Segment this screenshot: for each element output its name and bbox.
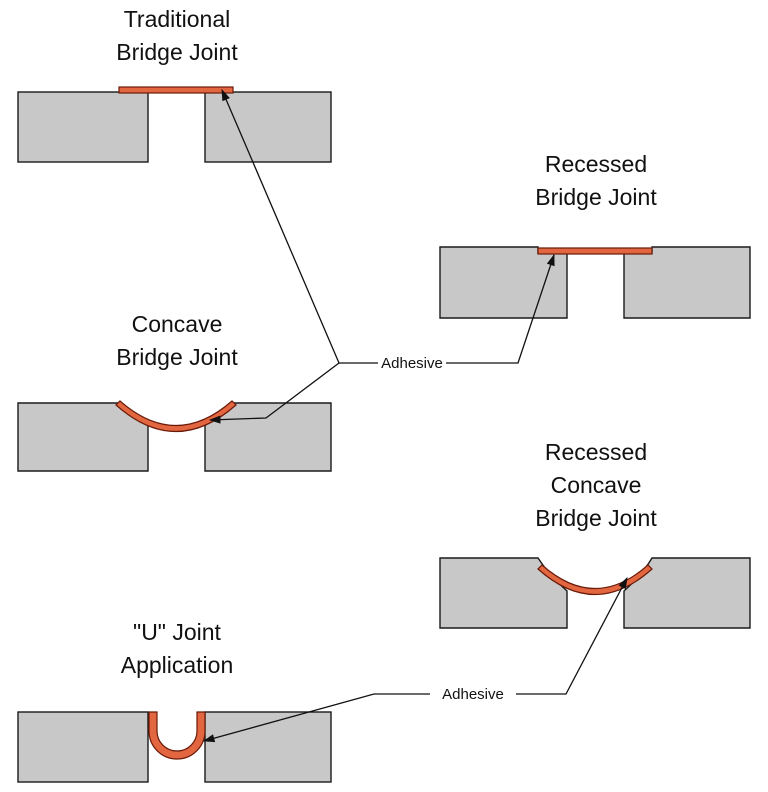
traditional-right-block <box>204 91 332 163</box>
traditional-title-line2: Bridge Joint <box>116 39 238 65</box>
recessed-concave-right-block <box>623 557 751 629</box>
u-joint-title-line2: Application <box>121 652 234 678</box>
recessed-concave-left-block <box>439 557 568 629</box>
u-joint-adhesive-strip <box>148 711 206 760</box>
leader-to-traditional <box>221 88 340 364</box>
recessed-concave-title-line2: Concave <box>551 472 642 498</box>
traditional-bridge-joint: Traditional Bridge Joint <box>17 6 332 163</box>
recessed-bridge-joint: Recessed Bridge Joint <box>439 151 751 319</box>
leader-to-recessed <box>446 253 555 364</box>
recessed-concave-title-line3: Bridge Joint <box>535 505 657 531</box>
u-joint-left-block <box>17 711 149 783</box>
concave-title-line1: Concave <box>132 311 223 337</box>
adhesive-label-upper: Adhesive <box>381 355 443 372</box>
adhesive-callout-lower: Adhesive <box>202 576 628 743</box>
leader-to-u-joint <box>202 693 430 743</box>
concave-adhesive-strip <box>115 400 237 432</box>
concave-title-line2: Bridge Joint <box>116 344 238 370</box>
recessed-title-line2: Bridge Joint <box>535 184 657 210</box>
adhesive-label-lower: Adhesive <box>442 686 504 703</box>
recessed-right-block <box>623 246 751 319</box>
recessed-concave-bridge-joint: Recessed Concave Bridge Joint <box>439 439 751 629</box>
traditional-title-line1: Traditional <box>124 6 231 32</box>
u-joint-application: "U" Joint Application <box>17 619 332 783</box>
leader-to-concave <box>208 362 340 424</box>
recessed-adhesive-strip <box>537 247 653 255</box>
u-joint-right-block <box>204 711 332 783</box>
recessed-concave-title-line1: Recessed <box>545 439 647 465</box>
concave-bridge-joint: Concave Bridge Joint <box>17 311 332 472</box>
adhesive-callout-upper: Adhesive <box>208 88 555 424</box>
u-joint-title-line1: "U" Joint <box>133 619 222 645</box>
traditional-left-block <box>17 91 149 163</box>
recessed-title-line1: Recessed <box>545 151 647 177</box>
leader-to-recessed-concave <box>516 576 628 695</box>
traditional-adhesive-strip <box>118 86 234 94</box>
recessed-left-block <box>439 246 568 319</box>
